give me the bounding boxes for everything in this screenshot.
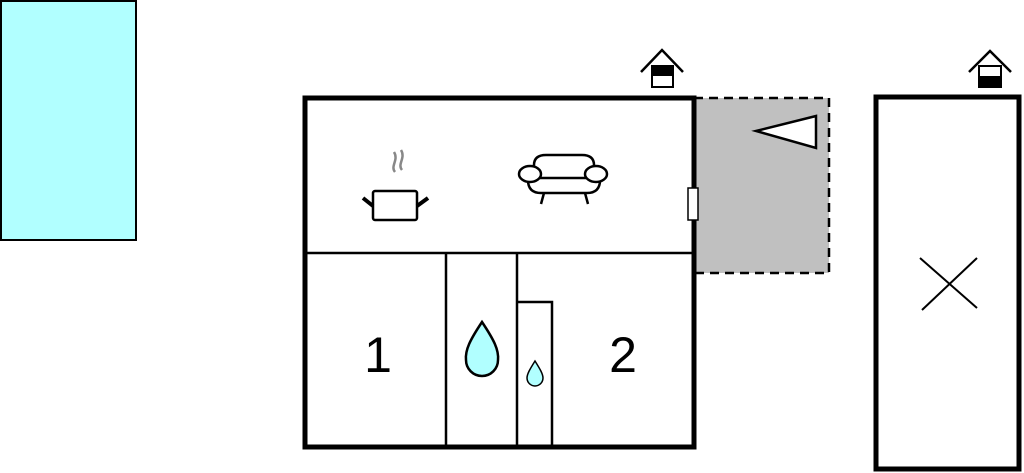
sofa-icon	[517, 153, 609, 205]
cross-icon	[919, 257, 978, 311]
entrance-icon	[968, 49, 1012, 88]
wall-toilet	[517, 300, 554, 447]
terrace-door[interactable]	[687, 187, 699, 221]
flag-icon	[751, 114, 818, 150]
main-house	[302, 95, 697, 450]
cooking-pot-icon	[361, 149, 430, 222]
room-label-2: 2	[609, 327, 637, 383]
water-drop-icon	[464, 319, 500, 378]
room-label-1: 1	[364, 327, 392, 383]
pool	[0, 0, 137, 241]
entrance-icon	[640, 48, 684, 88]
water-drop-icon	[526, 359, 544, 387]
